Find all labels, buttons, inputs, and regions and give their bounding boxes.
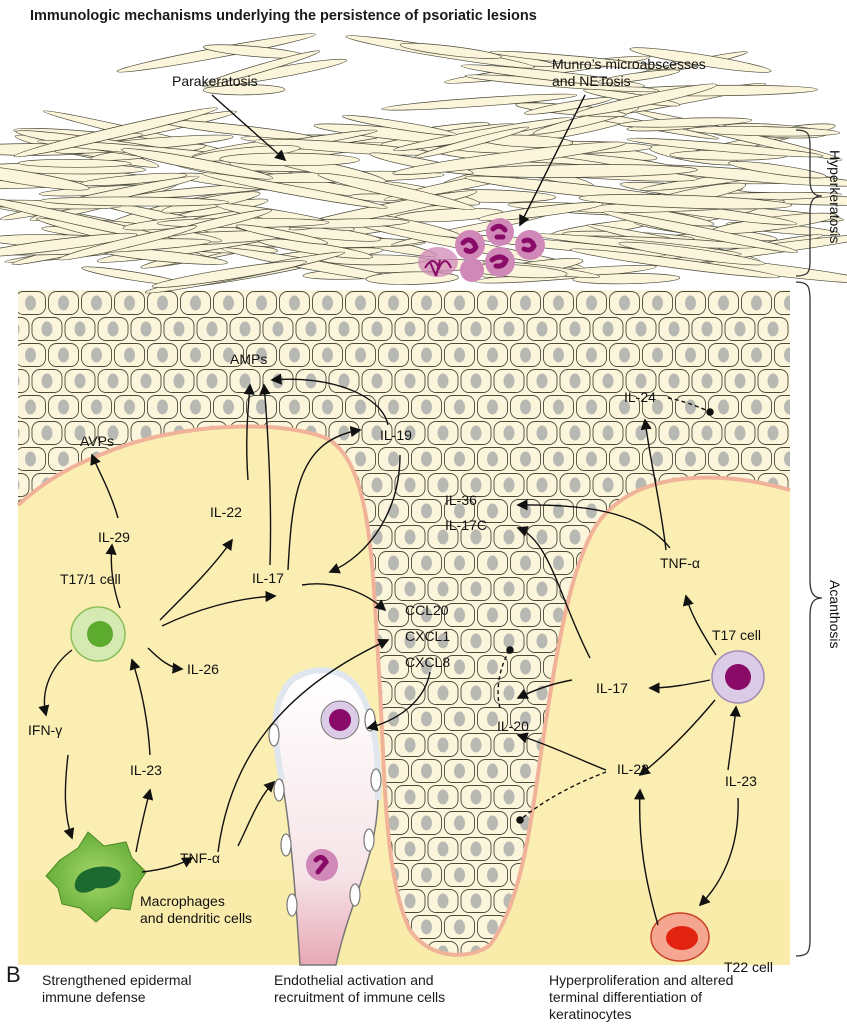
- label-ifn: IFN-γ: [28, 722, 62, 738]
- label-il23-left: IL-23: [130, 762, 162, 778]
- label-parakeratosis: Parakeratosis: [172, 73, 258, 89]
- panel-letter: B: [6, 962, 21, 987]
- arrow-t17-tnf: [682, 594, 717, 656]
- label-il24: IL-24: [624, 389, 656, 405]
- label-il19: IL-19: [380, 427, 412, 443]
- t17-cell: [711, 650, 765, 704]
- arrow-il17-il17c: [516, 526, 591, 659]
- blood-vessel: [268, 667, 382, 966]
- caption-left: Strengthened epidermal immune defense: [42, 972, 192, 1005]
- figure-title: Immunologic mechanisms underlying the pe…: [30, 8, 537, 24]
- label-il17c: IL-17C: [445, 517, 487, 533]
- label-il36: IL-36: [445, 492, 477, 508]
- label-avps: AVPs: [80, 433, 114, 449]
- arrow-munro: [519, 94, 586, 227]
- arrow-ifn-macro: [63, 754, 75, 840]
- arrow-macro-tnf: [141, 857, 194, 873]
- label-t17-cell: T17 cell: [712, 627, 761, 643]
- arrow-il17-ccl20: [301, 583, 387, 612]
- arrow-tnf-cxcl: [217, 638, 390, 853]
- basement-membrane: [16, 424, 791, 957]
- arrow-t171-ifn: [38, 649, 73, 717]
- label-amps: AMPs: [230, 351, 267, 367]
- label-il26: IL-26: [187, 661, 219, 677]
- arrow-macro-il23: [135, 788, 154, 853]
- label-cxcl8: CXCL8: [405, 654, 450, 670]
- label-munro-line1: Munro’s microabscesses: [552, 56, 706, 72]
- arrow-il23-t17: [727, 705, 741, 771]
- label-macrophages: Macrophages: [140, 893, 225, 909]
- arrow-il19-ccl20: [328, 454, 401, 574]
- label-il20: IL-20: [497, 718, 529, 734]
- arrow-il22-il20: [516, 732, 607, 771]
- arrow-il17-il19: [287, 426, 362, 571]
- arrow-il23-t22: [698, 797, 739, 907]
- label-munro-line2: and NETosis: [552, 73, 631, 89]
- label-il17-left: IL-17: [252, 570, 284, 586]
- label-il22-left: IL-22: [210, 504, 242, 520]
- label-dendritic-cells: and dendritic cells: [140, 910, 252, 926]
- arrow-parakeratosis: [211, 94, 287, 162]
- label-il29: IL-29: [98, 529, 130, 545]
- acanthosis-brace: [795, 281, 823, 957]
- arrow-il29-avps: [90, 453, 119, 519]
- arrow-t171-il26: [147, 647, 184, 674]
- arrow-tnf-il36: [516, 499, 671, 549]
- cell-labels: T17/1 cell T17 cell T22 cell Macrophages…: [60, 571, 773, 975]
- mediator-labels: AMPs AVPs IL-19 IL-24 IL-36 IL-17C IL-22…: [28, 351, 757, 866]
- label-t17-1-cell: T17/1 cell: [60, 571, 121, 587]
- label-ccl20: CCL20: [405, 602, 449, 618]
- arrow-il20-keratinocyte: [497, 646, 514, 709]
- label-il22-right: IL-22: [617, 761, 649, 777]
- label-tnf-left: TNF-α: [180, 850, 220, 866]
- arrow-cxcl8-vessel: [366, 671, 431, 732]
- arrow-il19-amps: [270, 373, 389, 426]
- t22-cell: [650, 912, 710, 962]
- arrow-t17-il22: [638, 699, 716, 777]
- arrow-t171-il17: [161, 590, 277, 627]
- arrow-t22-il22: [634, 788, 659, 926]
- label-t22-cell: T22 cell: [724, 959, 773, 975]
- label-cxcl1: CXCL1: [405, 628, 450, 644]
- arrow-il22-amps: [243, 383, 255, 481]
- label-tnf-right: TNF-α: [660, 555, 700, 571]
- arrow-il17-amps: [259, 383, 272, 566]
- arrow-t171-il29: [105, 543, 121, 609]
- arrows: [38, 94, 741, 926]
- label-il23-right: IL-23: [725, 773, 757, 789]
- arrow-il24-keratinocyte: [667, 397, 714, 416]
- caption-middle: Endothelial activation and recruitment o…: [274, 972, 446, 1005]
- munro-microabscess: [418, 218, 545, 282]
- label-hyperkeratosis: Hyperkeratosis: [827, 150, 843, 243]
- arrow-t17-il17: [648, 679, 711, 694]
- arrow-tnf-vessel: [237, 780, 276, 847]
- arrow-tnf-il24: [640, 418, 667, 551]
- arrow-il23-t171: [129, 658, 151, 756]
- hyperkeratosis-brace: [795, 129, 823, 277]
- arrow-t171-il22: [159, 538, 233, 621]
- macrophage: [45, 831, 147, 923]
- arrow-il22-keratinocyte: [516, 771, 607, 824]
- label-acanthosis: Acanthosis: [827, 580, 843, 648]
- t17-1-cell: [70, 606, 126, 662]
- caption-right: Hyperproliferation and altered terminal …: [549, 972, 734, 1022]
- arrow-il17-il20: [516, 679, 573, 699]
- label-il17-right: IL-17: [596, 680, 628, 696]
